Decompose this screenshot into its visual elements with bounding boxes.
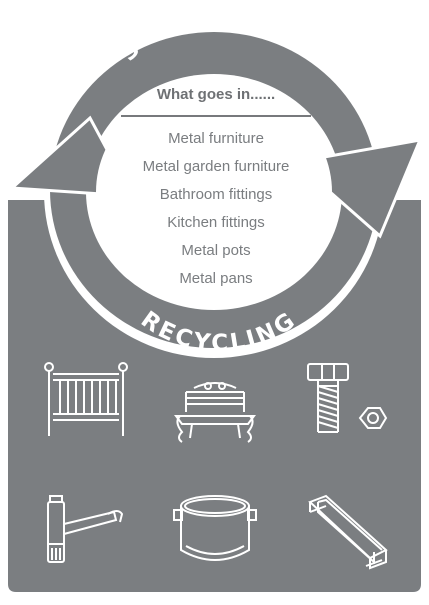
heading-divider [121, 115, 311, 117]
accepted-items-panel: What goes in...... Metal furniture Metal… [100, 86, 332, 293]
list-item: Kitchen fittings [167, 214, 265, 231]
list-item: Metal garden furniture [142, 158, 290, 175]
crib-icon [44, 362, 128, 438]
list-item: Metal pots [181, 242, 251, 259]
tap-icon [44, 494, 124, 574]
steel-beam-icon [304, 492, 390, 572]
accepted-heading: What goes in...... [156, 86, 276, 103]
accepted-items-list: Metal furniture Metal garden furniture B… [100, 125, 332, 293]
list-item: Metal pans [179, 270, 253, 287]
bolt-and-nut-icon [304, 362, 388, 442]
list-item: Bathroom fittings [159, 186, 273, 203]
garden-bench-icon [172, 382, 258, 446]
pot-icon [172, 490, 258, 572]
list-item: Metal furniture [168, 130, 264, 147]
